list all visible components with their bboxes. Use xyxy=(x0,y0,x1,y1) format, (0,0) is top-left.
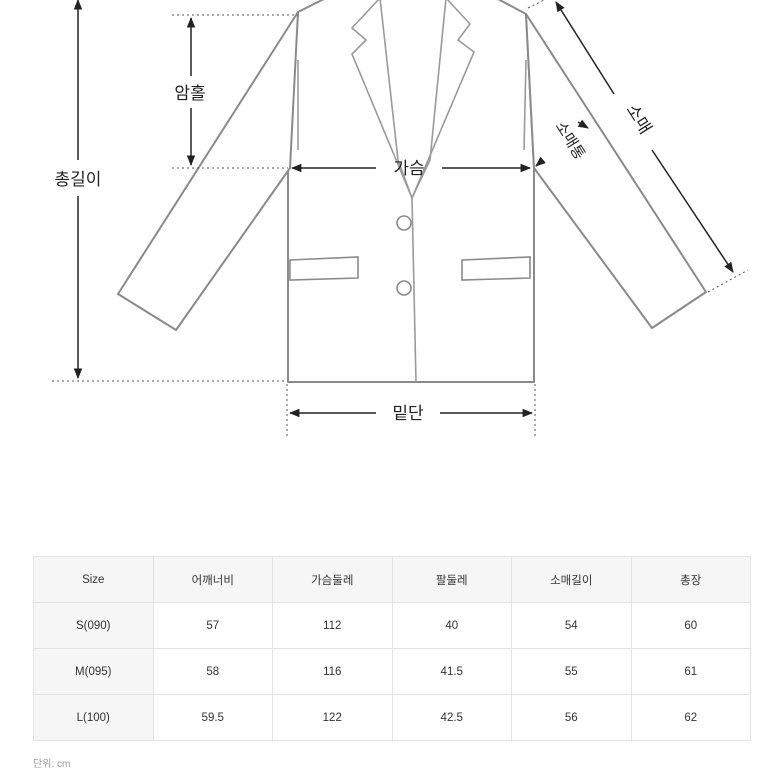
table-cell: 116 xyxy=(272,648,393,695)
unit-note: 단위: cm xyxy=(33,759,71,770)
size-chart-table: Size 어깨너비 가슴둘레 팔둘레 소매길이 총장 S(090) 57 112… xyxy=(33,556,751,741)
table-cell: 59.5 xyxy=(152,694,273,741)
table-cell: 60 xyxy=(630,602,751,649)
table-cell: 42.5 xyxy=(391,694,512,741)
pocket-right xyxy=(461,256,531,281)
table-cell: 57 xyxy=(152,602,273,649)
table-header-row: Size 어깨너비 가슴둘레 팔둘레 소매길이 총장 xyxy=(33,556,751,603)
label-hem: 밑단 xyxy=(392,404,424,424)
label-armhole: 암홀 xyxy=(174,84,205,104)
header-cell: 어깨너비 xyxy=(152,556,273,603)
table-cell: 55 xyxy=(511,648,632,695)
measure-arrows xyxy=(73,0,734,418)
jacket-measurement-diagram: 총길이 암홀 가슴 밑단 소매 소매통 xyxy=(52,0,749,438)
pocket-left xyxy=(289,256,359,281)
header-cell: Size xyxy=(33,556,154,603)
table-cell: 112 xyxy=(272,602,393,649)
table-cell: 54 xyxy=(511,602,632,649)
table-row: L(100) 59.5 122 42.5 56 62 xyxy=(33,694,751,741)
size-cell: S(090) xyxy=(33,602,154,649)
label-sleeve: 소매 xyxy=(621,101,655,138)
header-cell: 팔둘레 xyxy=(391,556,512,603)
table-cell: 41.5 xyxy=(391,648,512,695)
button-icon xyxy=(396,280,412,296)
label-chest: 가슴 xyxy=(393,159,424,179)
label-total-length: 총길이 xyxy=(55,170,102,190)
table-cell: 56 xyxy=(511,694,632,741)
table-cell: 58 xyxy=(152,648,273,695)
size-cell: M(095) xyxy=(33,648,154,695)
jacket-outline xyxy=(117,0,707,383)
header-cell: 총장 xyxy=(630,556,751,603)
header-cell: 소매길이 xyxy=(511,556,632,603)
table-cell: 62 xyxy=(630,694,751,741)
table-cell: 122 xyxy=(272,694,393,741)
table-cell: 61 xyxy=(630,648,751,695)
button-icon xyxy=(396,215,412,231)
table-row: S(090) 57 112 40 54 60 xyxy=(33,602,751,649)
table-cell: 40 xyxy=(391,602,512,649)
header-cell: 가슴둘레 xyxy=(272,556,393,603)
lapel-lines xyxy=(297,0,527,383)
table-row: M(095) 58 116 41.5 55 61 xyxy=(33,648,751,695)
size-cell: L(100) xyxy=(33,694,154,741)
guide-lines xyxy=(52,0,749,438)
